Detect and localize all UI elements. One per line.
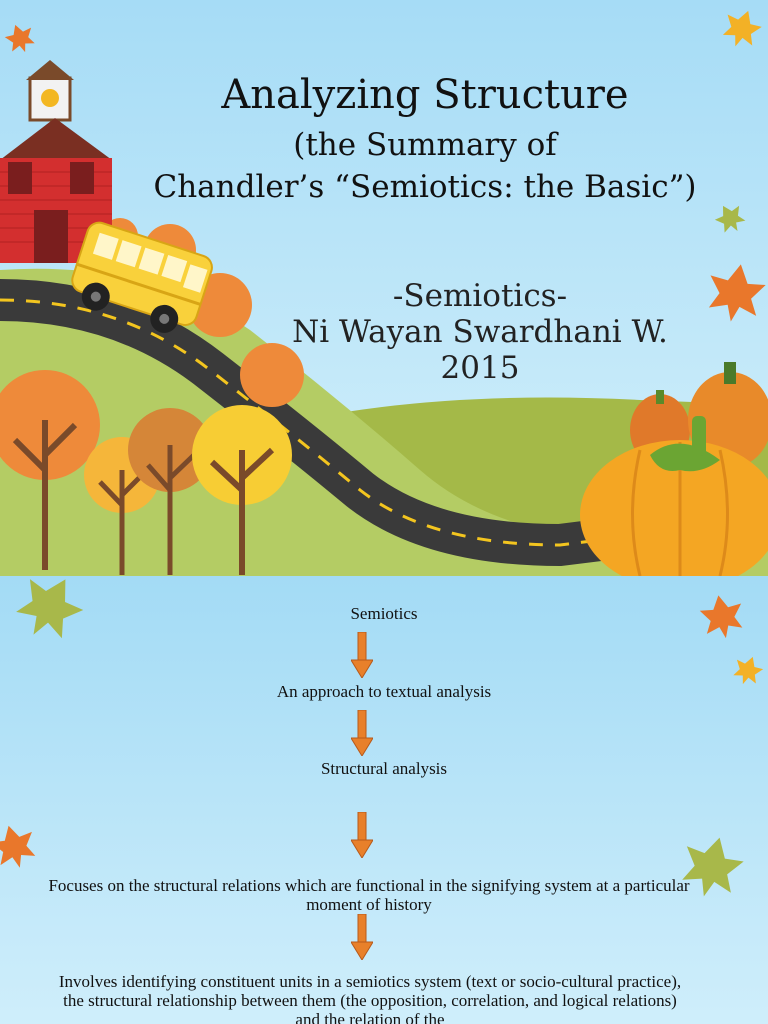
down-arrow-icon: [351, 632, 373, 678]
title-slide: Analyzing Structure (the Summary of Chan…: [0, 0, 768, 576]
course-name: -Semiotics-: [392, 278, 568, 314]
autumn-scene-illustration: [0, 10, 768, 576]
flow-step: An approach to textual analysis: [276, 682, 492, 701]
year: 2015: [440, 350, 520, 386]
maple-leaf-icon: [699, 595, 743, 639]
flow-step: Involves identifying constituent units i…: [58, 972, 682, 1024]
maple-leaf-icon: [714, 205, 746, 233]
autumn-trees: [0, 370, 292, 575]
down-arrow-icon: [351, 710, 373, 756]
slide-decoration: [0, 579, 764, 897]
maple-leaf-icon: [0, 825, 36, 868]
author-block: -Semiotics- Ni Wayan Swardhani W. 2015: [255, 278, 705, 386]
slide-title: Analyzing Structure: [221, 72, 629, 118]
flow-step: Structural analysis: [320, 759, 448, 778]
subtitle-line: (the Summary of: [293, 127, 557, 163]
maple-leaf-icon: [722, 10, 762, 47]
maple-leaf-icon: [682, 837, 744, 897]
maple-leaf-icon: [4, 24, 35, 53]
subtitle-line: Chandler’s “Semiotics: the Basic”): [153, 169, 697, 205]
down-arrow-icon: [351, 812, 373, 858]
pumpkins-illustration: [580, 362, 768, 576]
school-bus-illustration: [71, 221, 213, 333]
maple-leaf-icon: [708, 264, 766, 322]
slide-subtitle: (the Summary of Chandler’s “Semiotics: t…: [0, 124, 768, 208]
road-lines: [0, 298, 601, 547]
flow-step: Semiotics: [350, 604, 418, 623]
flow-step: Focuses on the structural relations whic…: [48, 876, 690, 914]
author-name: Ni Wayan Swardhani W.: [292, 314, 668, 350]
down-arrow-icon: [351, 914, 373, 960]
maple-leaf-icon: [16, 579, 84, 639]
flowchart-slide: Semiotics An approach to textual analysi…: [0, 576, 768, 1024]
maple-leaf-icon: [733, 656, 764, 685]
